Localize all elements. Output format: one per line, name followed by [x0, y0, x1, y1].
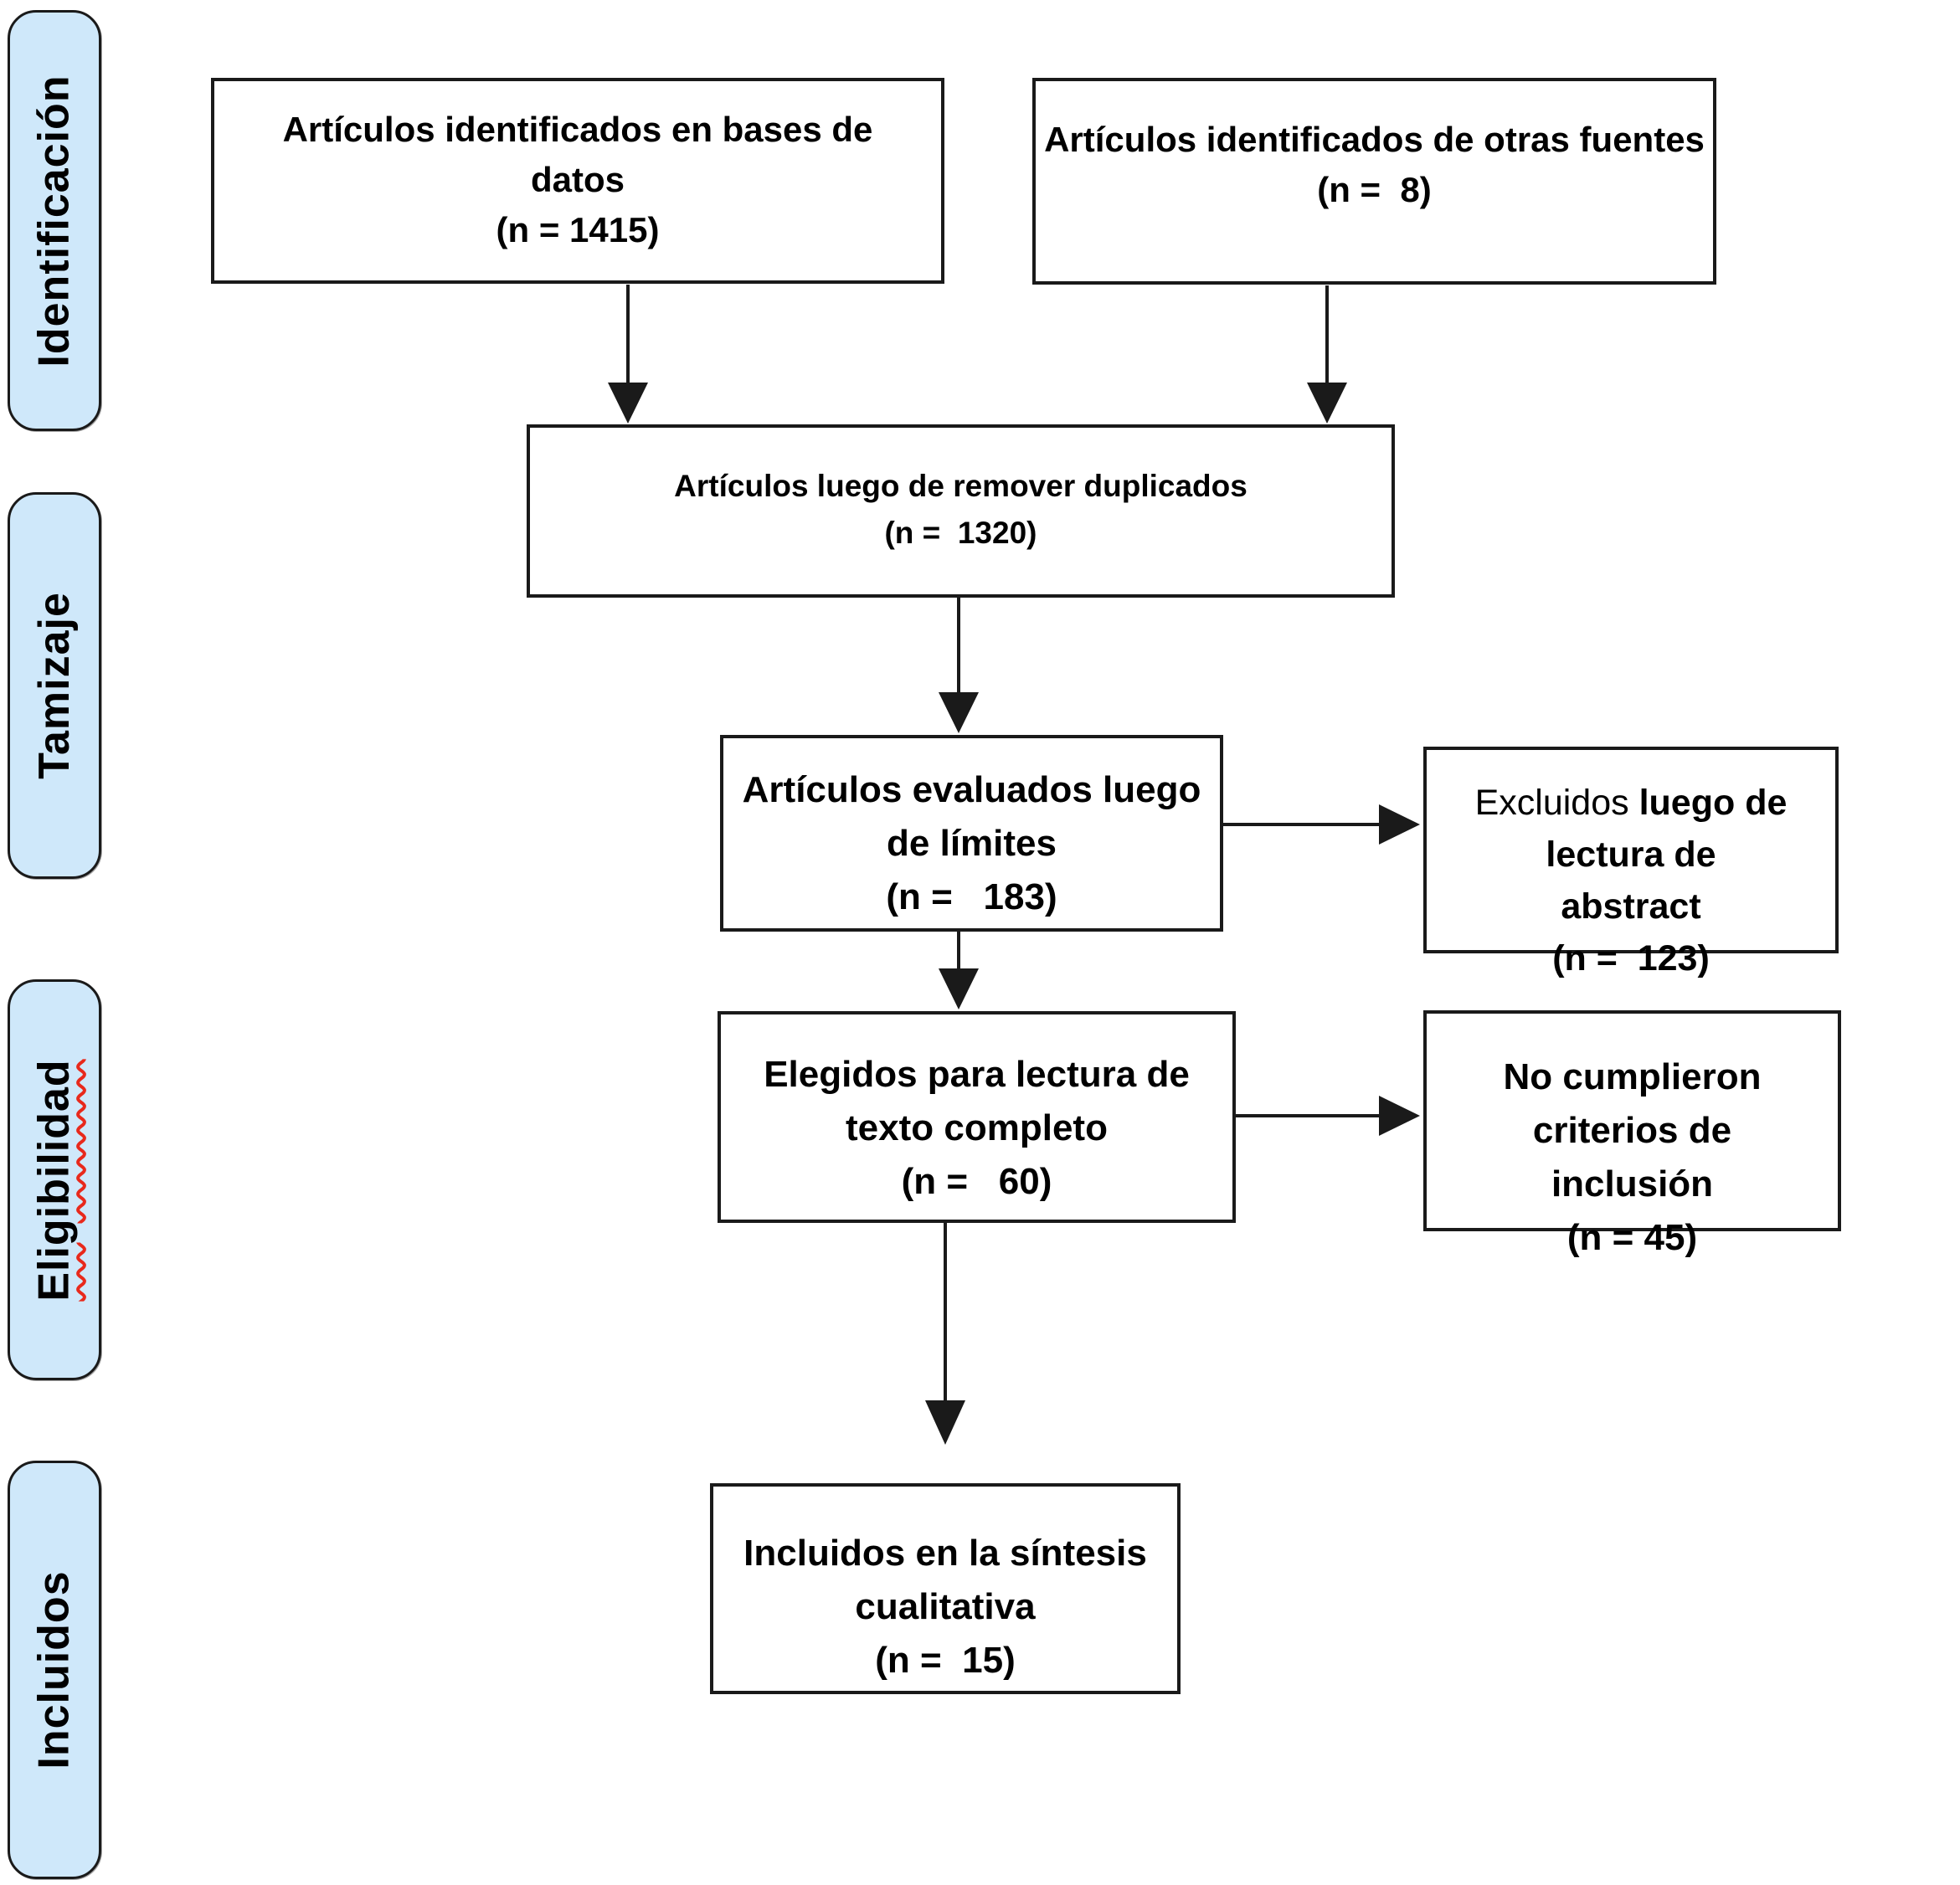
- box-identified-other-sources: Artículos identificados de otras fuentes…: [1032, 78, 1716, 285]
- arrow-dedup-to-evaluated: [939, 598, 979, 733]
- box-count: (n = 1320): [884, 516, 1037, 550]
- box-text-line: Incluidos en la síntesis: [743, 1533, 1147, 1574]
- box-text-line: datos: [530, 160, 625, 199]
- box-count: (n = 1415): [496, 210, 660, 249]
- box-selected-fulltext-reading: Elegidos para lectura de texto completo …: [718, 1011, 1236, 1223]
- box-evaluated-after-limits: Artículos evaluados luego de límites (n …: [720, 735, 1223, 932]
- stage-label-included: Incluidos: [8, 1461, 101, 1879]
- box-count: (n = 8): [1317, 170, 1432, 209]
- stage-label-screening: Tamizaje: [8, 492, 101, 879]
- box-text-line: Artículos luego de remover duplicados: [674, 469, 1248, 503]
- box-count: (n = 45): [1566, 1217, 1698, 1258]
- stage-label-text: Identificación: [30, 74, 79, 367]
- arrow-evaluated-to-excluded-abstract: [1223, 804, 1420, 845]
- box-text-line: texto completo: [846, 1107, 1108, 1148]
- stage-label-eligibility: Eligibilidad: [8, 979, 101, 1380]
- box-excluded-after-abstract: Excluidos luego de lectura de abstract (…: [1423, 747, 1839, 978]
- box-count: (n = 183): [886, 876, 1057, 917]
- box-text-line: Excluidos luego de lectura de: [1427, 777, 1835, 881]
- box-text-line: abstract: [1561, 886, 1701, 927]
- box-text-line: inclusión: [1551, 1163, 1714, 1204]
- box-text-rest: luego de lectura de: [1546, 783, 1788, 875]
- box-text-line: cualitativa: [855, 1586, 1036, 1627]
- box-text-line: Artículos identificados de otras fuentes: [1044, 120, 1705, 159]
- stage-label-text: Tamizaje: [30, 592, 80, 779]
- box-identified-databases: Artículos identificados en bases de dato…: [211, 78, 944, 284]
- box-count: (n = 123): [1552, 938, 1710, 978]
- box-text-line: Elegidos para lectura de: [764, 1054, 1190, 1095]
- arrow-fulltext-to-excluded-criteria: [1236, 1096, 1420, 1136]
- arrow-othersources-to-dedup: [1307, 285, 1347, 424]
- box-text-line: Artículos evaluados luego: [742, 769, 1201, 810]
- arrow-fulltext-to-included: [925, 1223, 965, 1445]
- box-after-duplicates-removed: Artículos luego de remover duplicados (n…: [527, 424, 1395, 598]
- stage-label-identification: Identificación: [8, 10, 101, 431]
- stage-label-text: Eligibilidad: [30, 1058, 79, 1302]
- box-text-line: de límites: [887, 823, 1057, 864]
- arrow-evaluated-to-fulltext: [939, 932, 979, 1009]
- box-text-line: Artículos identificados en bases de: [282, 110, 873, 149]
- box-text-line: No cumplieron criterios de: [1503, 1056, 1762, 1151]
- box-count: (n = 15): [875, 1640, 1016, 1681]
- stage-label-text: Incluidos: [30, 1570, 79, 1769]
- arrow-databases-to-dedup: [608, 285, 648, 424]
- box-text-lead: Excluidos: [1474, 783, 1629, 823]
- box-count: (n = 60): [901, 1161, 1052, 1202]
- box-did-not-meet-criteria: No cumplieron criterios de inclusión (n …: [1423, 1010, 1841, 1258]
- box-included-qualitative-synthesis: Incluidos en la síntesis cualitativa (n …: [710, 1483, 1181, 1694]
